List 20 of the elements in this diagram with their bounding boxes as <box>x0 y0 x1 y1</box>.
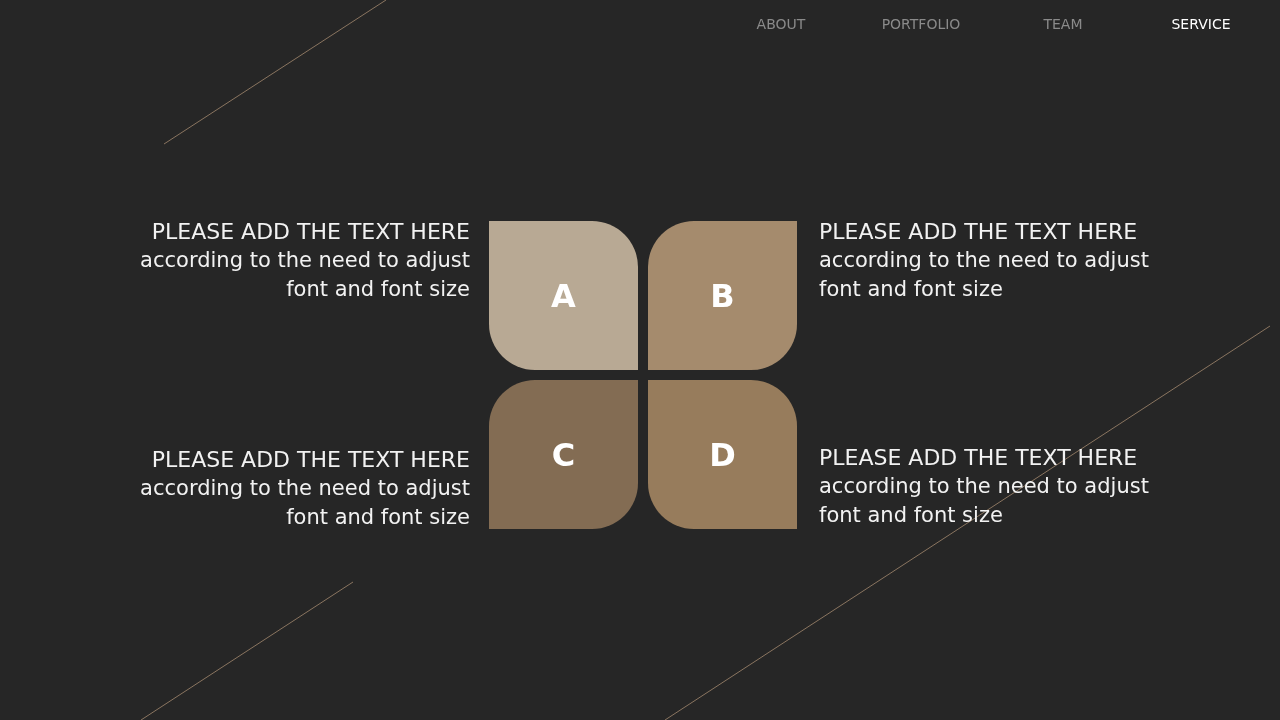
tile-letter: B <box>710 276 735 315</box>
heading-text: PLEASE ADD THE TEXT HERE <box>150 218 470 246</box>
heading-text: PLEASE ADD THE TEXT HERE <box>819 444 1139 472</box>
body-text: according to the need to adjust font and font size <box>139 475 470 531</box>
petal-tile <box>489 380 638 529</box>
petal-tile <box>489 221 638 370</box>
body-text: according to the need to adjust font and font size <box>139 247 470 303</box>
heading-text: PLEASE ADD THE TEXT HERE <box>150 446 470 474</box>
petal-tile <box>648 221 797 370</box>
heading-text: PLEASE ADD THE TEXT HERE <box>819 218 1139 246</box>
tile-letter: D <box>709 435 736 474</box>
nav-link: SERVICE <box>1171 16 1231 32</box>
tile-letter: C <box>551 435 576 474</box>
tile-letter: A <box>551 276 576 315</box>
nav-link: ABOUT <box>756 16 806 32</box>
petal-tile <box>648 380 797 529</box>
body-text: according to the need to adjust font and font size <box>819 247 1150 303</box>
body-text: according to the need to adjust font and font size <box>819 473 1150 529</box>
nav-link: PORTFOLIO <box>881 16 961 32</box>
nav-link: TEAM <box>1043 16 1083 32</box>
